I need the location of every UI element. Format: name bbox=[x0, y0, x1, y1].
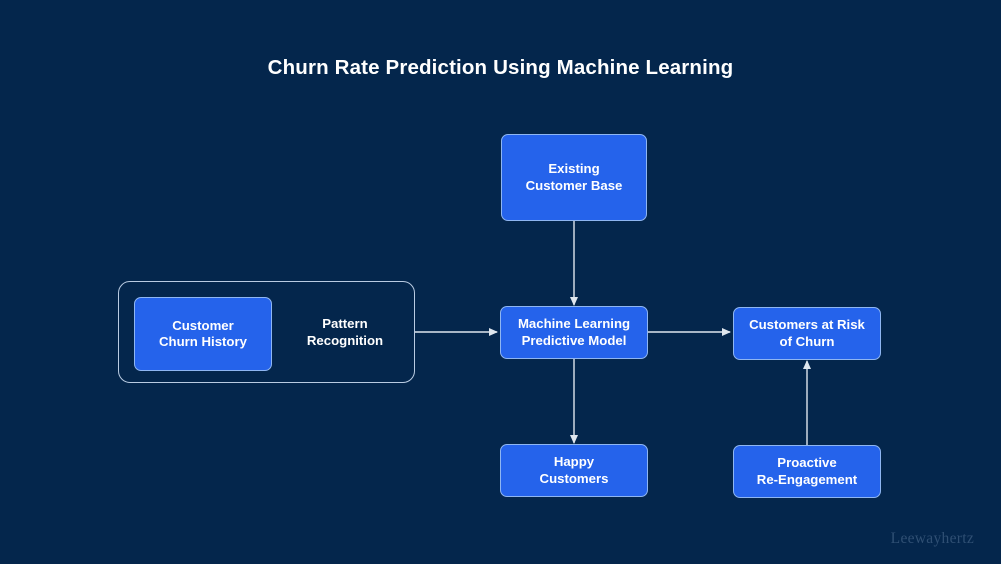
node-pattern-recognition[interactable]: Pattern Recognition bbox=[306, 316, 384, 348]
node-customers-at-risk-of-churn[interactable]: Customers at Risk of Churn bbox=[733, 307, 881, 360]
node-customer-churn-history[interactable]: Customer Churn History bbox=[134, 297, 272, 371]
node-happy-customers[interactable]: Happy Customers bbox=[500, 444, 648, 497]
node-existing-customer-base[interactable]: Existing Customer Base bbox=[501, 134, 647, 221]
watermark-label: Leewayhertz bbox=[890, 530, 974, 547]
node-machine-learning-predictive-model[interactable]: Machine Learning Predictive Model bbox=[500, 306, 648, 359]
pattern-recognition-cluster bbox=[118, 281, 415, 383]
page-title: Churn Rate Prediction Using Machine Lear… bbox=[267, 56, 734, 79]
node-proactive-reengagement[interactable]: Proactive Re-Engagement bbox=[733, 445, 881, 498]
